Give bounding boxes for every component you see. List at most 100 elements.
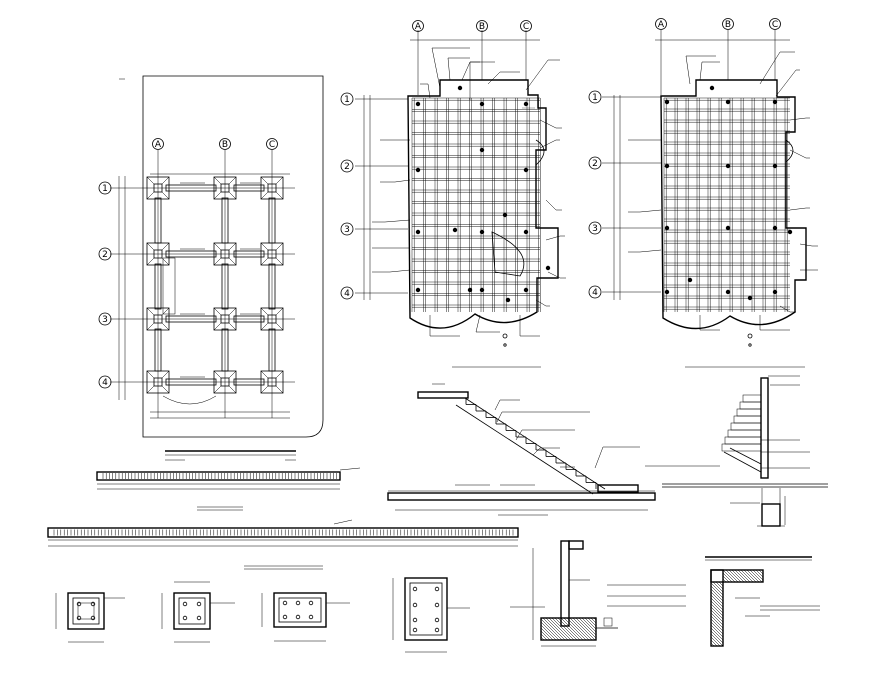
column-marker [772, 99, 778, 105]
footing [146, 242, 170, 266]
footing [213, 242, 237, 266]
footing [213, 307, 237, 331]
svg-text:B: B [222, 140, 228, 150]
wall-footing-detail [510, 540, 686, 647]
footing [146, 370, 170, 394]
grid-bubble-C: C [769, 18, 781, 30]
slab-reinforcement-plan-1: A B C 1 2 3 4 [340, 20, 566, 368]
column-marker [664, 163, 670, 169]
svg-text:1: 1 [592, 93, 598, 103]
grid-bubble-2: 2 [98, 247, 112, 261]
column-marker [725, 225, 731, 231]
pedestal [267, 314, 277, 324]
rebar [308, 600, 314, 606]
stair-tread [733, 415, 762, 424]
rebar [182, 615, 188, 621]
rebar [295, 600, 301, 606]
rebar [412, 627, 418, 633]
grid-bubble-C: C [266, 138, 278, 150]
svg-text:2: 2 [592, 159, 598, 169]
column-marker [747, 295, 753, 301]
column-marker [664, 99, 670, 105]
grid-bubble-1: 1 [98, 181, 112, 195]
column-marker [457, 85, 463, 91]
column-marker [725, 289, 731, 295]
grid-bubble-B: B [476, 20, 488, 32]
stair-tread [736, 408, 762, 417]
svg-text:C: C [523, 22, 529, 32]
stair-tread [730, 422, 762, 431]
column-marker [479, 287, 485, 293]
rebar [412, 586, 418, 592]
column-marker [772, 225, 778, 231]
stair-section [417, 383, 828, 495]
column-marker [479, 101, 485, 107]
pedestal [267, 377, 277, 387]
rebar [196, 615, 202, 621]
column-marker [523, 287, 529, 293]
svg-text:B: B [479, 22, 485, 32]
rebar [295, 614, 301, 620]
pedestal [153, 377, 163, 387]
beam-elevations [47, 467, 656, 570]
column-marker [545, 265, 551, 271]
footing [146, 176, 170, 200]
grid-bubble-3: 3 [588, 221, 602, 235]
column-marker [772, 163, 778, 169]
stair-tread [739, 401, 762, 410]
rebar [182, 601, 188, 607]
column-sections [55, 577, 470, 653]
column-marker [415, 287, 421, 293]
grid-bubble-B: B [219, 138, 231, 150]
svg-text:A: A [415, 22, 422, 32]
foundation-plan: A B C 1 2 3 4 [98, 75, 324, 461]
footing [260, 370, 284, 394]
svg-text:4: 4 [102, 378, 108, 388]
rebar [434, 627, 440, 633]
svg-text:C: C [772, 20, 778, 30]
grid-bubble-4: 4 [98, 375, 112, 389]
rebar [308, 614, 314, 620]
column-marker [415, 167, 421, 173]
slab-reinforcement-plan-2: A B C 1 2 3 4 [588, 18, 818, 368]
svg-text:1: 1 [102, 184, 108, 194]
svg-text:3: 3 [344, 225, 350, 235]
column-marker [479, 229, 485, 235]
grid-bubble-1: 1 [340, 92, 354, 106]
pedestal [153, 183, 163, 193]
svg-text:2: 2 [102, 250, 108, 260]
footing [213, 176, 237, 200]
rebar [434, 602, 440, 608]
rebar [76, 615, 82, 621]
column-marker [664, 289, 670, 295]
grid-bubble-C: C [520, 20, 532, 32]
column-marker [787, 229, 793, 235]
wall-section [721, 375, 810, 527]
column-marker [725, 99, 731, 105]
rebar [412, 617, 418, 623]
svg-text:A: A [658, 20, 665, 30]
rebar [434, 586, 440, 592]
grid-bubble-1: 1 [588, 90, 602, 104]
grid-bubble-4: 4 [340, 286, 354, 300]
column-marker [709, 85, 715, 91]
pedestal [153, 249, 163, 259]
rebar [196, 601, 202, 607]
column-marker [523, 229, 529, 235]
svg-text:1: 1 [344, 95, 350, 105]
column-marker [467, 287, 473, 293]
grid-bubble-2: 2 [340, 159, 354, 173]
rebar [282, 600, 288, 606]
svg-text:4: 4 [592, 288, 598, 298]
stair-tread [742, 394, 762, 403]
pedestal [220, 377, 230, 387]
column-marker [664, 225, 670, 231]
column-marker [505, 297, 511, 303]
svg-text:3: 3 [102, 315, 108, 325]
pedestal [220, 314, 230, 324]
column-marker [523, 101, 529, 107]
footing [260, 242, 284, 266]
grid-bubble-3: 3 [340, 222, 354, 236]
column-marker [502, 212, 508, 218]
